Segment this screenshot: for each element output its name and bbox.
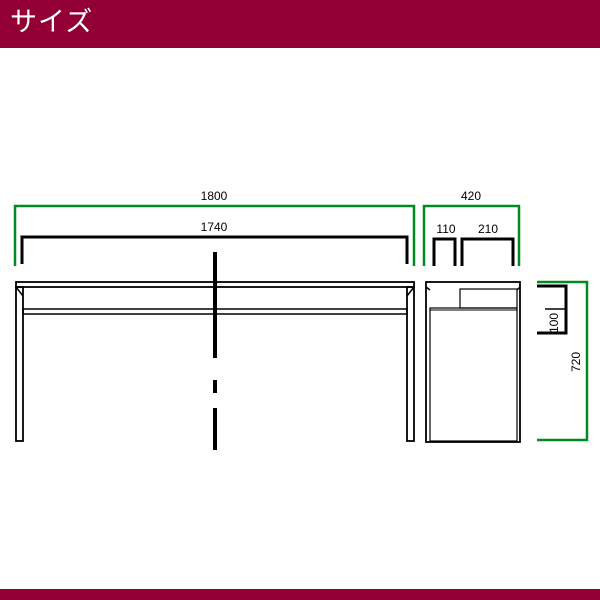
header-bar: サイズ (0, 0, 600, 48)
front-view (13, 204, 416, 450)
label-overall-width: 1800 (201, 189, 228, 203)
side-right-bevel (516, 286, 521, 291)
dimension-line-1740 (20, 235, 409, 264)
dimension-line-110 (432, 237, 457, 266)
footer-bar (0, 589, 600, 600)
side-left-bevel (425, 286, 431, 291)
label-overall-height: 720 (569, 352, 583, 372)
page-title: サイズ (10, 7, 94, 38)
dimension-line-1800 (13, 204, 416, 266)
right-corner-bevel (406, 286, 415, 297)
side-frame (425, 281, 521, 443)
label-side-depth-right: 210 (478, 222, 498, 236)
side-shelf (459, 288, 518, 309)
label-top-width: 1740 (201, 220, 228, 234)
label-side-depth-left: 110 (436, 222, 455, 236)
dimension-line-420 (422, 204, 521, 266)
dimension-line-720 (537, 280, 589, 442)
side-view (422, 204, 521, 443)
left-leg (15, 286, 24, 442)
side-panel (429, 307, 518, 442)
label-shelf-height: 100 (547, 313, 561, 333)
height-dimensions (537, 280, 589, 442)
right-leg (406, 286, 415, 442)
left-corner-bevel (15, 286, 24, 297)
dimension-line-210 (460, 237, 515, 266)
label-overall-depth: 420 (461, 189, 481, 203)
